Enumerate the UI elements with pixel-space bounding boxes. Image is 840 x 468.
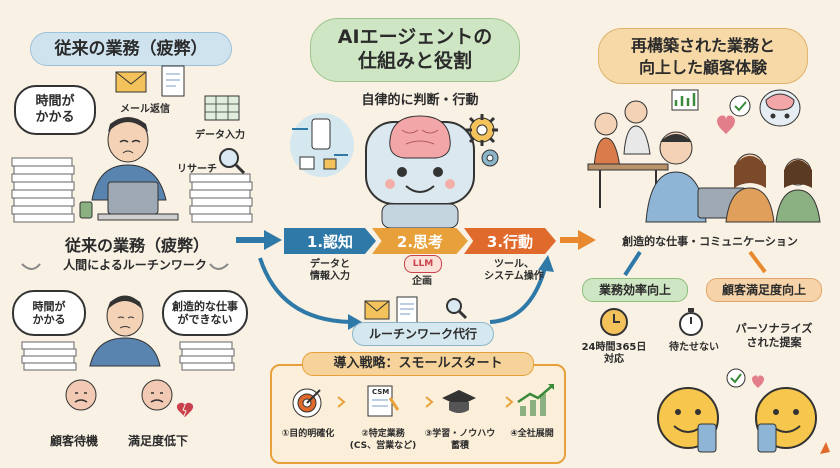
ai-robot-illustration <box>365 115 475 228</box>
magnifier-icon <box>219 148 246 175</box>
left-title: 従来の業務（疲弊） <box>30 32 232 66</box>
gear-icon <box>466 114 498 146</box>
satisfaction-down-label: 満足度低下 <box>128 434 189 448</box>
strategy-step-4: ④全社展開 <box>510 429 554 439</box>
coffee-mug-icon <box>79 201 93 219</box>
tired-worker-illustration <box>91 117 179 221</box>
sad-customer-icon <box>65 379 97 411</box>
graduation-cap-icon <box>442 390 476 413</box>
step-3-desc: ツール、 システム操作 <box>484 259 544 282</box>
center-title: AIエージェントの 仕組みと役割 <box>310 18 520 82</box>
speech-bubble-creative: 創造的な仕事 ができない <box>162 290 248 336</box>
paper-stack-illustration <box>11 157 253 223</box>
document-icon-2 <box>396 296 418 324</box>
mail-icon-2 <box>364 300 390 320</box>
step-2-desc: 企画 <box>412 276 432 287</box>
cs-document-icon <box>367 385 400 417</box>
strategy-title: 導入戦略：スモールスタート <box>302 352 534 376</box>
right-title: 再構築された業務と 向上した顧客体験 <box>598 28 808 84</box>
personalized-label: パーソナライズ された提案 <box>735 322 813 349</box>
growth-chart-icon <box>517 384 554 416</box>
strategy-chevrons <box>337 396 514 408</box>
no-wait-label: 待たせない <box>669 342 719 353</box>
stopwatch-icon <box>679 308 703 336</box>
paper-stack-illustration-2 <box>21 341 235 371</box>
task-mail-label: メール返信 <box>120 104 170 115</box>
routine-proxy-label: ルーチンワーク代行 <box>352 322 494 346</box>
collaborative-team-illustration <box>587 89 821 223</box>
gear-icon-2 <box>481 149 499 167</box>
satisfaction-up-pill: 顧客満足度向上 <box>706 278 822 302</box>
sad-customer-icon-2 <box>141 379 173 411</box>
speech-bubble-time: 時間が かかる <box>14 85 96 135</box>
efficiency-pill: 業務効率向上 <box>582 278 688 302</box>
magnifier-icon-2 <box>446 298 468 320</box>
creative-work-label: 創造的な仕事・コミュニケーション <box>622 235 798 248</box>
stressed-worker-illustration <box>89 295 161 367</box>
mail-icon <box>115 71 147 93</box>
target-icon <box>292 388 322 418</box>
happy-customers-illustration <box>657 368 830 454</box>
step-2-think: 2.思考 <box>372 228 468 254</box>
always-on-label: 24時間365日 対応 <box>581 342 647 365</box>
left-subtitle: 従来の業務（疲弊） <box>64 236 209 255</box>
step-1-perceive: 1.認知 <box>284 228 376 254</box>
strategy-step-1: ①目的明確化 <box>281 429 335 439</box>
speech-bubble-time-2: 時間が かかる <box>12 290 86 336</box>
strategy-step-3: ③学習・ノウハウ 蓄積 <box>424 429 496 451</box>
csm-badge: CSM <box>372 388 390 396</box>
llm-badge: LLM <box>404 255 442 273</box>
broken-heart-icon <box>176 402 194 417</box>
document-icon <box>161 65 185 97</box>
spreadsheet-icon <box>204 95 240 121</box>
strategy-step-2: ②特定業務 (CS、営業など) <box>349 429 417 451</box>
step-1-desc: データと 情報入力 <box>310 259 350 282</box>
clock-24h-icon <box>600 308 628 336</box>
manual-work-label: 人間によるルーチンワーク <box>63 258 207 272</box>
smartphone-gear-icon <box>290 113 354 177</box>
task-research-label: リサーチ <box>177 164 217 175</box>
autonomous-label: 自律的に判断・行動 <box>361 93 479 108</box>
step-3-act: 3.行動 <box>464 228 556 254</box>
wait-label: 顧客待機 <box>50 434 99 448</box>
task-data-label: データ入力 <box>195 130 245 141</box>
